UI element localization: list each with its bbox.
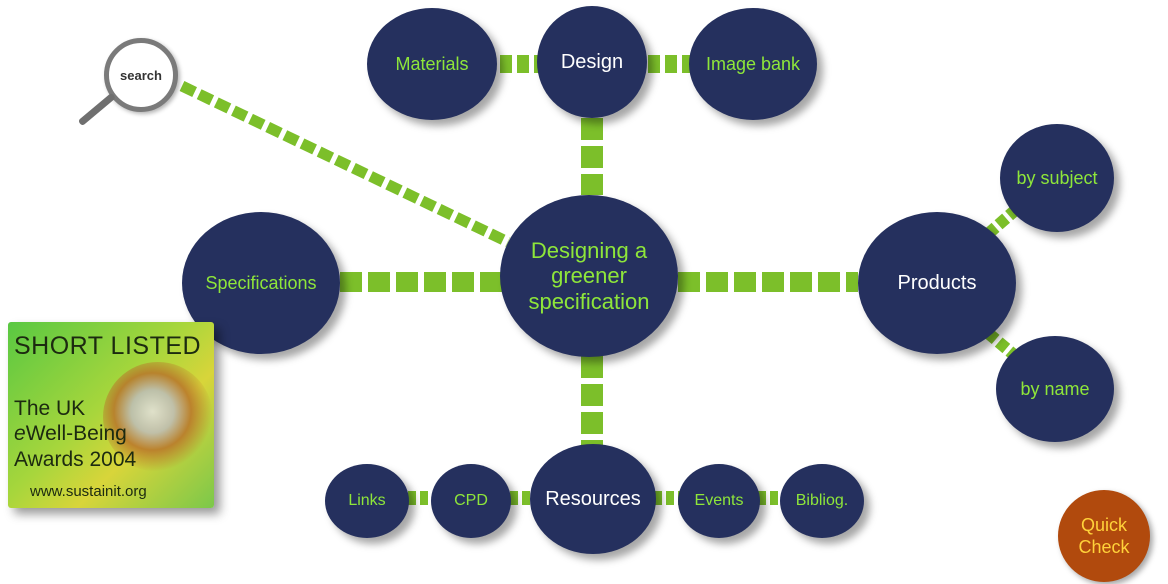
search-icon[interactable]: search: [76, 36, 196, 136]
node-by-subject-label: by subject: [1016, 167, 1098, 188]
node-resources[interactable]: Resources: [530, 444, 656, 554]
node-center-label: Designing a greener specification: [528, 238, 650, 314]
hand-device-icon: [103, 362, 213, 472]
node-image-bank[interactable]: Image bank: [689, 8, 817, 120]
node-cpd-label: CPD: [454, 491, 488, 509]
connector-search-center: [179, 81, 511, 247]
node-materials[interactable]: Materials: [367, 8, 497, 120]
award-line-2-em: e: [14, 422, 26, 445]
award-line-2: eWell-Being: [14, 423, 127, 444]
search-label: search: [120, 67, 162, 83]
node-materials-label: Materials: [395, 53, 469, 74]
award-title: SHORT LISTED: [14, 332, 202, 360]
node-center[interactable]: Designing a greener specification: [500, 195, 678, 357]
node-by-subject[interactable]: by subject: [1000, 124, 1114, 232]
node-links-label: Links: [348, 491, 386, 509]
node-specifications-label: Specifications: [205, 272, 317, 293]
node-events-label: Events: [694, 491, 744, 509]
award-line-1: The UK: [14, 397, 86, 420]
node-bibliog-label: Bibliog.: [795, 491, 849, 509]
node-links[interactable]: Links: [325, 464, 409, 538]
node-cpd[interactable]: CPD: [431, 464, 511, 538]
award-line-2-rest: Well-Being: [25, 422, 127, 445]
node-by-name-label: by name: [1020, 378, 1090, 399]
quick-check-line-2: Check: [1078, 537, 1130, 557]
node-bibliog[interactable]: Bibliog.: [780, 464, 864, 538]
node-events[interactable]: Events: [678, 464, 760, 538]
node-by-name[interactable]: by name: [996, 336, 1114, 442]
magnifier-handle-icon: [77, 92, 116, 127]
award-url: www.sustainit.org: [30, 483, 147, 500]
award-badge[interactable]: SHORT LISTED The UK eWell-Being Awards 2…: [8, 322, 214, 508]
node-products[interactable]: Products: [858, 212, 1016, 354]
node-design[interactable]: Design: [537, 6, 647, 118]
node-products-label: Products: [897, 271, 977, 294]
node-image-bank-label: Image bank: [705, 53, 801, 74]
award-line-3: Awards 2004: [14, 448, 137, 471]
node-resources-label: Resources: [545, 487, 641, 510]
quick-check-line-1: Quick: [1080, 514, 1127, 535]
search-lens: search: [104, 38, 178, 112]
node-design-label: Design: [560, 50, 624, 73]
